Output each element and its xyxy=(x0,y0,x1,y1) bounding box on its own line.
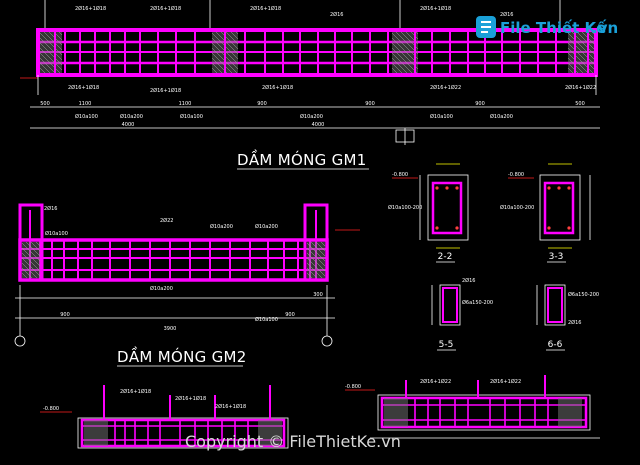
section-label-3-3: 3-3 xyxy=(549,252,564,262)
beam-gm2-elevation xyxy=(14,203,335,347)
gm2-dim: 900 xyxy=(285,312,295,318)
gm1-dim: 900 xyxy=(257,101,267,107)
bottom-beam-label: 2Ø16+1Ø18 xyxy=(120,388,151,395)
gm2-top-label: 2Ø22 xyxy=(160,217,173,224)
gm2-stirrup-label: Ø10a100 xyxy=(45,230,68,237)
beam-gm1-elevation xyxy=(20,0,600,145)
level-marker: -0.800 xyxy=(345,384,361,390)
gm2-dim: 300 xyxy=(313,292,323,298)
section-label-6-6: 6-6 xyxy=(548,340,563,350)
gm1-bottom-label: 2Ø16+1Ø18 xyxy=(68,84,99,91)
gm1-bottom-label: 2Ø16+1Ø18 xyxy=(150,87,181,94)
title-gm1: DẦM MÓNG GM1 xyxy=(237,148,367,169)
gm1-top-label: 2Ø16 xyxy=(500,11,513,18)
gm1-stirrup-label: Ø10a100 xyxy=(75,113,98,120)
gm1-stirrup-label: Ø10a100 xyxy=(180,113,203,120)
gm2-top-label: Ø10a200 xyxy=(255,223,278,230)
gm1-bottom-label: 2Ø16+1Ø18 xyxy=(262,84,293,91)
gm2-stirrup-label: Ø10a200 xyxy=(150,285,173,292)
gm1-span: 4000 xyxy=(312,122,325,128)
level-marker: -0.800 xyxy=(392,172,408,178)
copyright-watermark: Copyright © FileThietKe.vn xyxy=(185,432,401,451)
gm2-stirrup-label: Ø10a100 xyxy=(255,316,278,323)
section-3-3-stirrup: Ø10a100-200 xyxy=(500,204,534,211)
gm2-dim: 900 xyxy=(60,312,70,318)
gm1-dim: 500 xyxy=(575,101,585,107)
gm2-span: 3900 xyxy=(164,326,177,332)
gm1-bottom-label: 2Ø16+1Ø22 xyxy=(565,84,596,91)
gm1-top-label: 2Ø16 xyxy=(330,11,343,18)
section-5-5 xyxy=(431,284,461,326)
gm1-span: 4000 xyxy=(122,122,135,128)
gm1-top-label: 2Ø16+1Ø18 xyxy=(150,5,181,12)
gm1-stirrup-label: Ø10a200 xyxy=(300,113,323,120)
bottom-beam-label: 2Ø16+1Ø22 xyxy=(420,378,451,385)
bottom-beam-label: 2Ø16+1Ø18 xyxy=(175,395,206,402)
section-6-6 xyxy=(536,284,566,326)
beam-bottom-right xyxy=(370,375,600,439)
section-3-3 xyxy=(539,163,591,249)
gm1-stirrup-label: Ø10a200 xyxy=(120,113,143,120)
gm1-dim: 500 xyxy=(40,101,50,107)
section-5-5-top: 2Ø16 xyxy=(462,277,475,284)
brand-watermark: File Thiết Kế xyxy=(500,18,607,37)
section-label-2-2: 2-2 xyxy=(438,252,453,262)
section-2-2-stirrup: Ø10a100-200 xyxy=(388,204,422,211)
gm1-stirrup-label: Ø10a100 xyxy=(430,113,453,120)
gm1-dim: 900 xyxy=(365,101,375,107)
bottom-beam-label: 2Ø16+1Ø18 xyxy=(215,403,246,410)
gm1-top-label: 2Ø16+1Ø18 xyxy=(250,5,281,12)
section-label-5-5: 5-5 xyxy=(439,340,454,350)
gm1-dim: 900 xyxy=(475,101,485,107)
gm2-top-label: 2Ø16 xyxy=(44,205,57,212)
section-6-6-stirrup: Ø6a150-200 xyxy=(568,291,599,298)
level-marker: -0.800 xyxy=(508,172,524,178)
brand-logo xyxy=(476,16,496,38)
beam-bottom-left xyxy=(77,385,289,449)
gm1-dim: 1100 xyxy=(179,101,192,107)
gm1-dim: 1100 xyxy=(79,101,92,107)
section-6-6-bottom: 2Ø16 xyxy=(568,319,581,326)
gm1-top-label: 2Ø16+1Ø18 xyxy=(420,5,451,12)
title-gm2: DẦM MÓNG GM2 xyxy=(117,345,247,366)
bottom-beam-label: 2Ø16+1Ø22 xyxy=(490,378,521,385)
section-2-2 xyxy=(419,163,469,249)
section-5-5-stirrup: Ø6a150-200 xyxy=(462,299,493,306)
gm2-top-label: Ø10a200 xyxy=(210,223,233,230)
level-marker: -0.800 xyxy=(43,406,59,412)
gm1-top-label: 2Ø16+1Ø18 xyxy=(75,5,106,12)
brand-watermark-suffix: .vn xyxy=(592,19,618,37)
gm1-stirrup-label: Ø10a200 xyxy=(490,113,513,120)
gm1-bottom-label: 2Ø16+1Ø22 xyxy=(430,84,461,91)
